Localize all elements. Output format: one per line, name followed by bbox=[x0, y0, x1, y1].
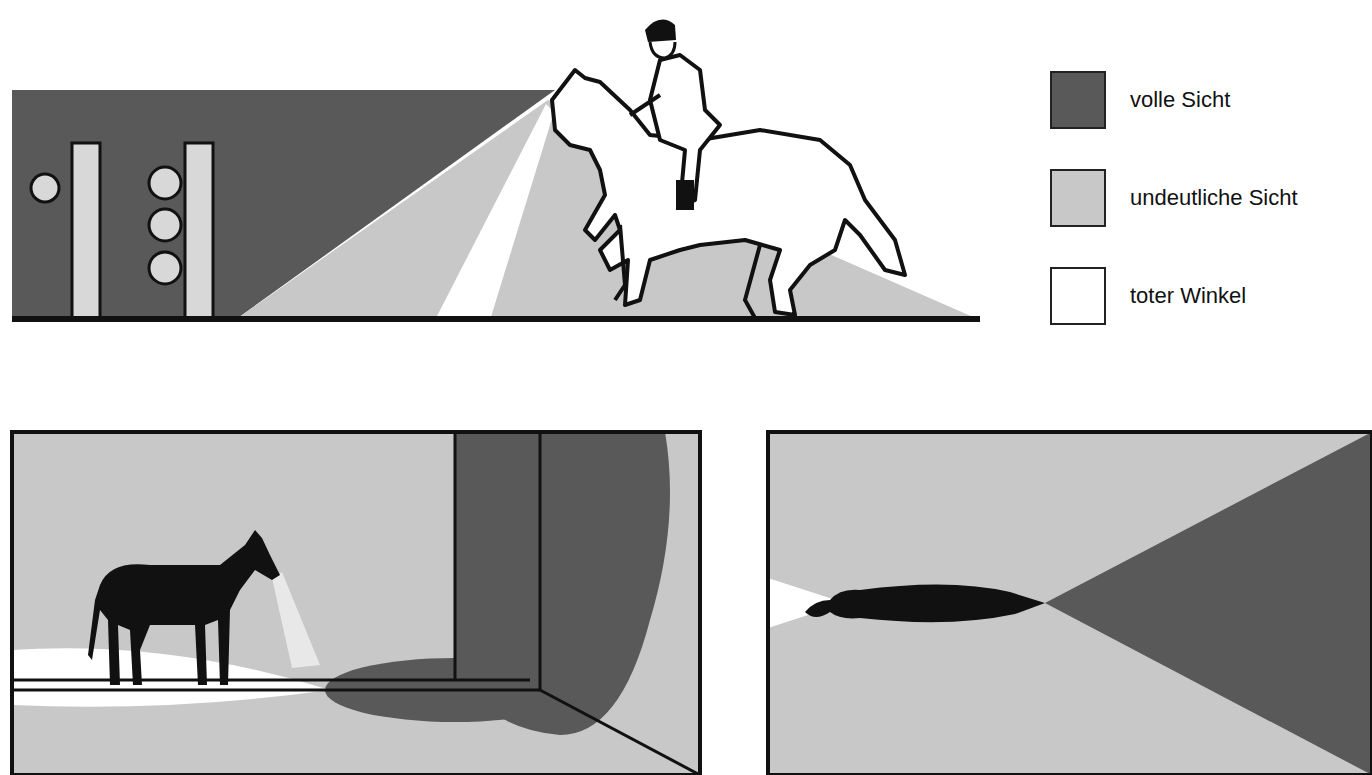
legend-item: volle Sicht bbox=[1050, 70, 1230, 130]
topview-scene bbox=[768, 432, 1372, 775]
legend-text: toter Winkel bbox=[1130, 283, 1246, 309]
legend-item: undeutliche Sicht bbox=[1050, 168, 1298, 228]
legend-swatch bbox=[1050, 169, 1106, 227]
legend-text: undeutliche Sicht bbox=[1130, 185, 1298, 211]
legend-swatch bbox=[1050, 71, 1106, 129]
legend-swatch bbox=[1050, 267, 1106, 325]
legend-text: volle Sicht bbox=[1130, 87, 1230, 113]
riding-scene bbox=[12, 20, 980, 322]
stall-scene bbox=[12, 432, 700, 775]
legend-item: toter Winkel bbox=[1050, 266, 1246, 326]
